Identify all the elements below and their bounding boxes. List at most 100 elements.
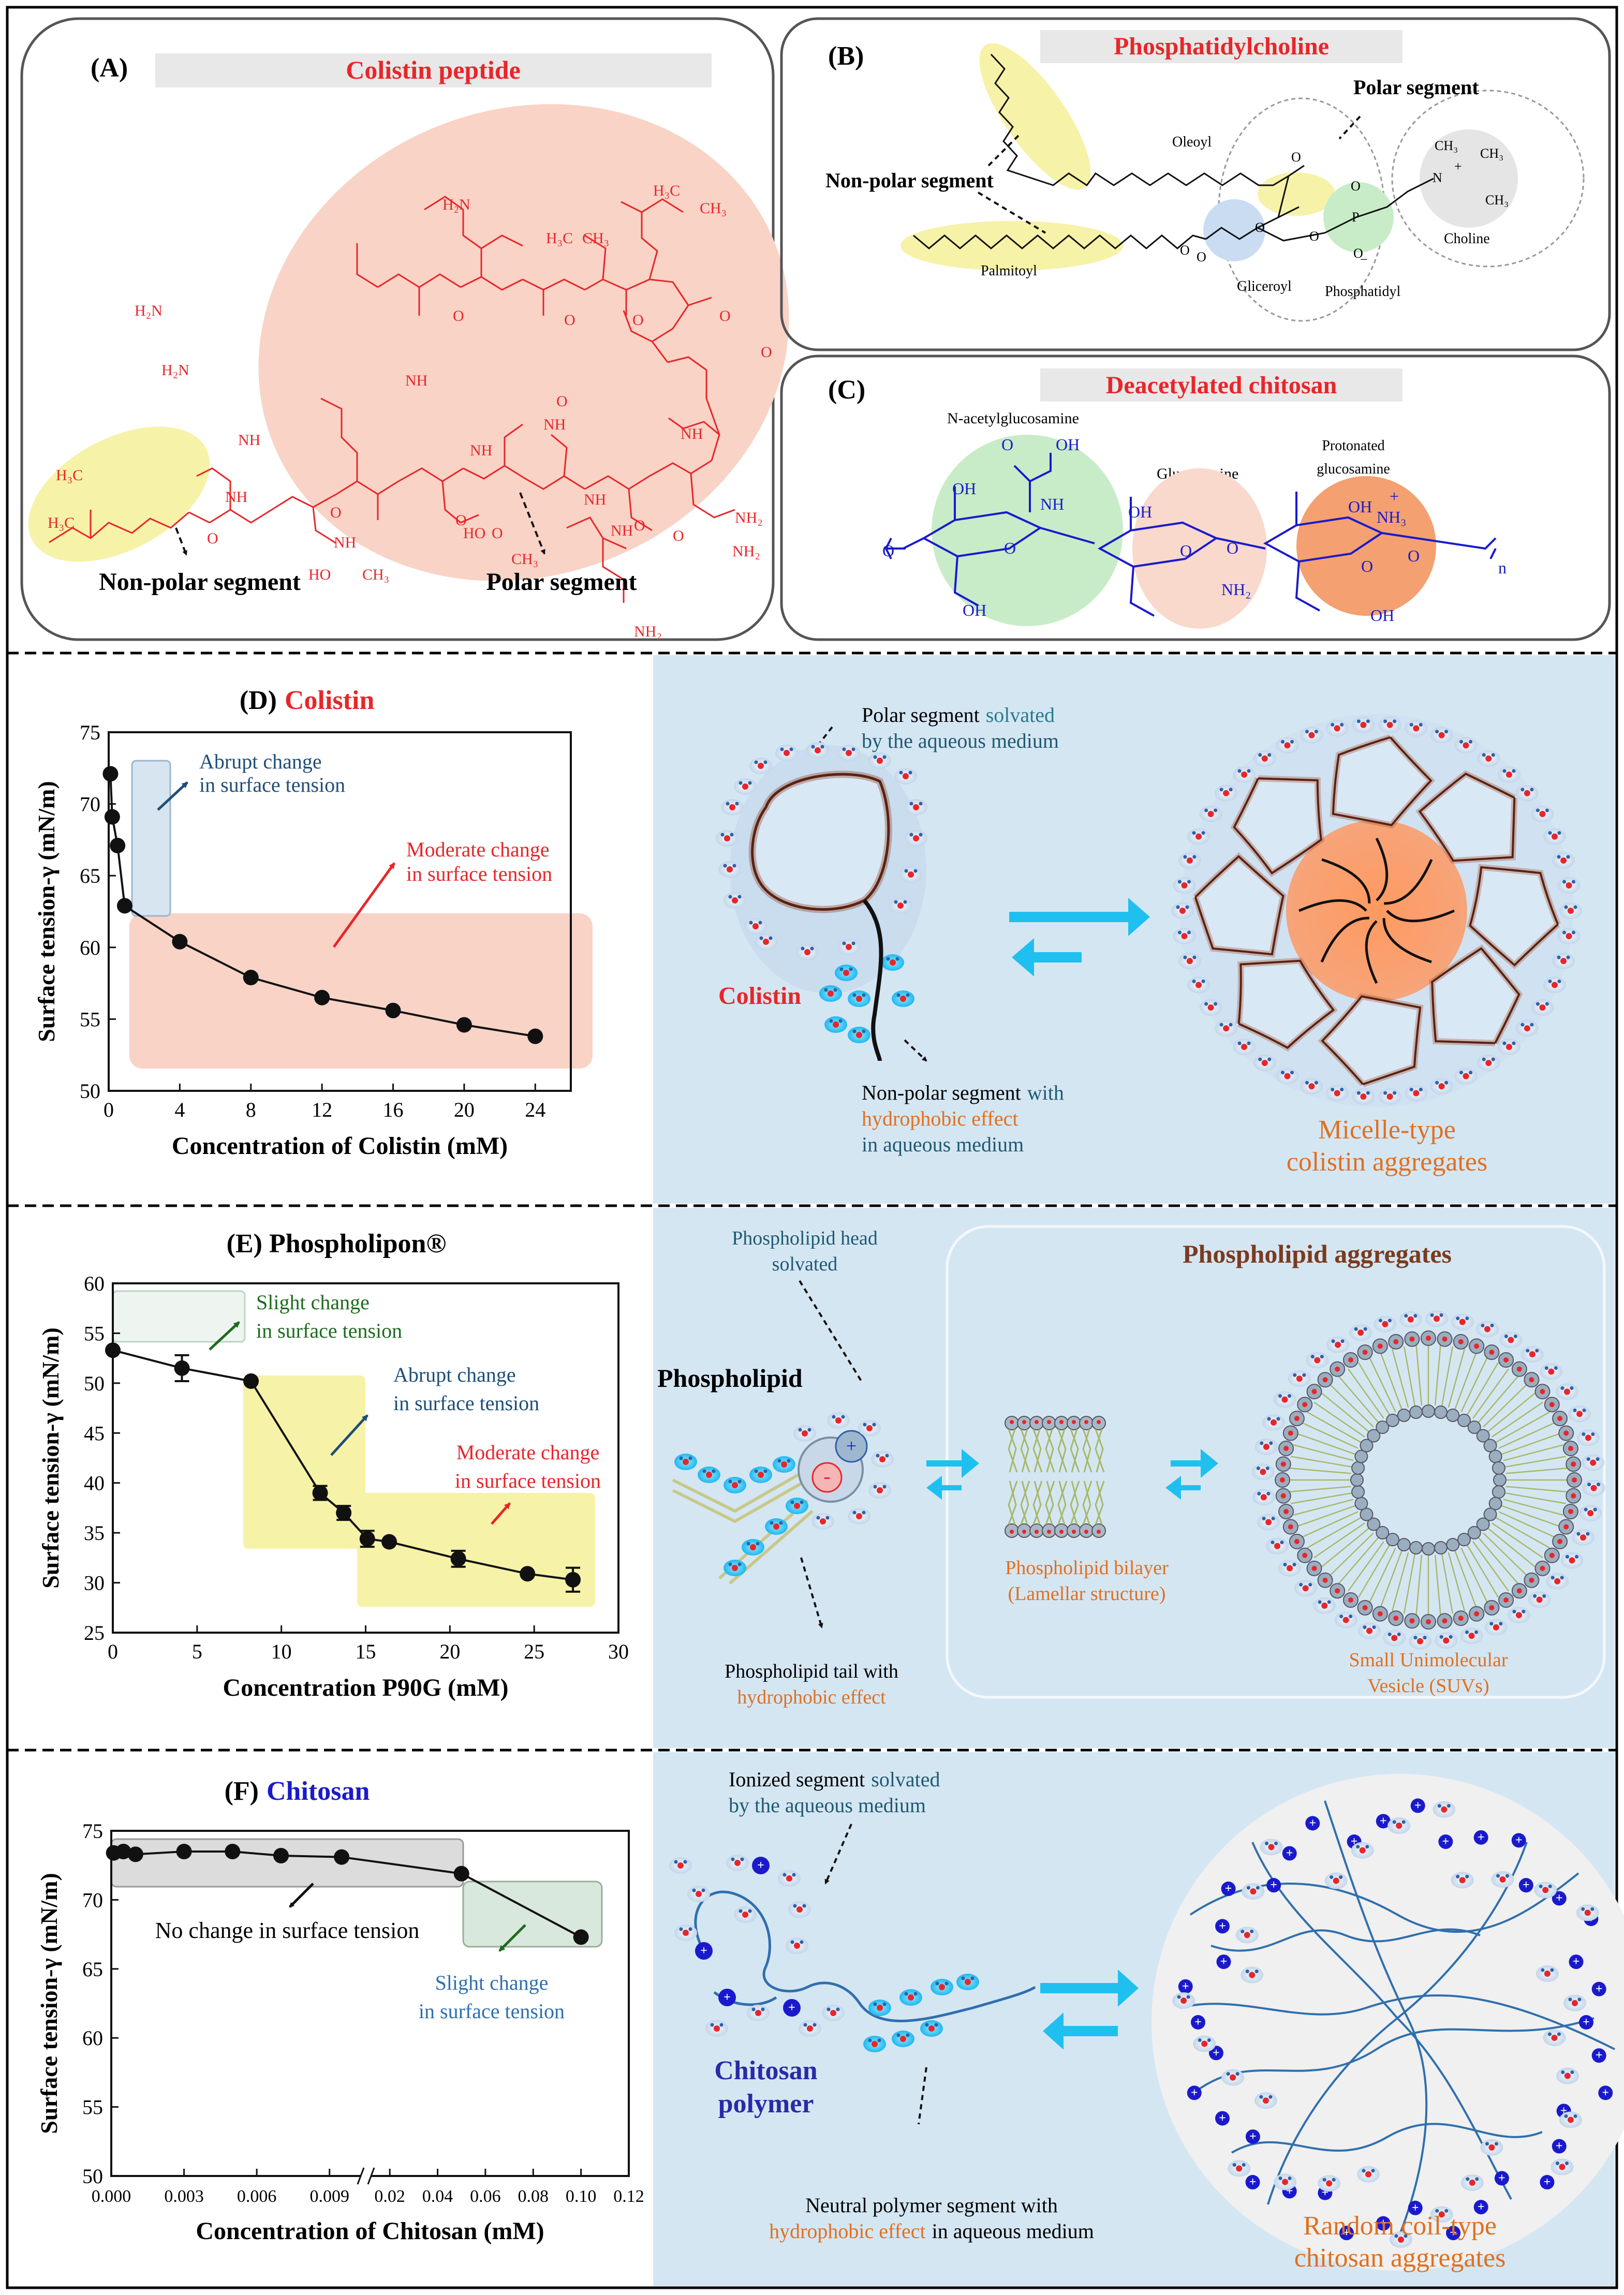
water-hydrogen <box>1444 1081 1448 1085</box>
water-oxygen <box>1181 882 1187 889</box>
water-oxygen <box>897 902 904 909</box>
water-hydrogen <box>1587 1457 1590 1461</box>
water-oxygen <box>1223 1025 1229 1031</box>
data-point <box>105 809 120 825</box>
label-choline: Choline <box>1444 231 1490 247</box>
water-hydrogen <box>909 771 912 775</box>
chart-f: (F) Chitosan 5055606570750.0000.0030.006… <box>36 1776 644 2245</box>
abrupt-e-2: in surface tension <box>393 1391 539 1415</box>
water-oxygen <box>1590 1460 1596 1466</box>
water-oxygen <box>1282 2179 1288 2185</box>
aggregates-title: Phospholipid aggregates <box>1183 1239 1452 1268</box>
water-hydrogen <box>1459 740 1463 744</box>
water-hydrogen <box>1591 1432 1595 1436</box>
water-hydrogen <box>1269 1441 1273 1445</box>
water-hydrogen <box>1577 1532 1581 1536</box>
head-charge <box>1323 1377 1328 1382</box>
x-tick-label: 0.000 <box>92 2187 131 2206</box>
x-tick-label: 15 <box>356 1640 376 1663</box>
lipid-charge <box>1047 1530 1051 1534</box>
water-hydrogen <box>692 1889 696 1892</box>
water-hydrogen <box>1575 1555 1578 1559</box>
water-hydrogen <box>1557 2032 1561 2036</box>
water-oxygen <box>1321 1603 1327 1609</box>
lipid-charge <box>1035 1530 1039 1534</box>
water-oxygen <box>1360 1093 1366 1100</box>
water-hydrogen <box>1233 2163 1236 2167</box>
water-hydrogen <box>885 1454 889 1458</box>
water-hydrogen <box>1332 2178 1336 2182</box>
water-hydrogen <box>1548 980 1552 983</box>
atom-label: NH₂ <box>732 543 760 560</box>
water-hydrogen <box>1474 1631 1478 1634</box>
lipid-charge <box>1072 1530 1076 1534</box>
water-oxygen <box>1560 958 1567 964</box>
water-hydrogen <box>1593 1508 1597 1512</box>
atom-label: O <box>1361 557 1373 575</box>
atom-label: O <box>634 517 645 534</box>
water-hydrogen <box>905 869 908 873</box>
water-oxygen <box>786 1875 792 1882</box>
water-hydrogen <box>824 988 828 992</box>
water-oxygen <box>900 2036 906 2042</box>
water-hydrogen <box>770 1521 774 1525</box>
atom-label: NH₃ <box>1377 508 1406 526</box>
water-hydrogen <box>843 942 846 945</box>
atom-label: O <box>1351 179 1361 194</box>
water-hydrogen <box>853 1511 857 1515</box>
plus-sign: + <box>1286 1847 1293 1860</box>
water-hydrogen <box>1536 808 1540 812</box>
water-oxygen <box>1360 1847 1366 1854</box>
panel-c: (C) Deacetylated chitosan N-acetylglucos… <box>781 356 1610 640</box>
water-oxygen <box>714 2025 720 2032</box>
panel-c-letter: (C) <box>828 375 865 405</box>
atom-label: NH <box>334 534 356 551</box>
water-oxygen <box>784 750 790 756</box>
water-hydrogen <box>1573 2114 1577 2118</box>
water-hydrogen <box>755 1470 758 1473</box>
x-tick-label: 16 <box>383 1098 404 1121</box>
water-oxygen <box>1439 732 1445 738</box>
moderate-d-2: in surface tension <box>406 862 552 885</box>
water-hydrogen <box>878 2039 881 2042</box>
water-hydrogen <box>1419 723 1423 727</box>
atom-label: N <box>1433 170 1442 185</box>
x-tick-label: 0.04 <box>422 2187 453 2206</box>
water-oxygen <box>1268 1844 1275 1850</box>
vesicle-head-inner <box>1493 1486 1505 1498</box>
atom-label: O <box>1291 150 1301 165</box>
water-hydrogen <box>1323 2178 1326 2182</box>
water-oxygen <box>1180 1997 1187 2004</box>
head-charge <box>1571 1493 1576 1499</box>
plus-sign: + <box>724 1991 731 2004</box>
water-oxygen <box>1195 834 1202 840</box>
head-charge <box>1348 1357 1353 1363</box>
head-charge <box>1335 1367 1340 1372</box>
water-hydrogen <box>791 1501 794 1504</box>
water-hydrogen <box>1220 1023 1223 1027</box>
water-oxygen <box>1187 857 1193 864</box>
water-oxygen <box>1263 2097 1269 2104</box>
atom-label: O <box>1255 220 1265 235</box>
water-oxygen <box>1208 811 1214 817</box>
water-hydrogen <box>780 748 784 751</box>
water-hydrogen <box>1339 1615 1343 1618</box>
water-hydrogen <box>793 1904 797 1908</box>
water-hydrogen <box>1202 980 1205 983</box>
water-oxygen <box>1463 742 1469 748</box>
data-point <box>172 934 187 950</box>
water-oxygen <box>1308 1083 1315 1089</box>
water-oxygen <box>752 923 759 929</box>
vesicle-head-inner <box>1386 1414 1399 1427</box>
plus-sign: + <box>1583 2016 1590 2029</box>
water-hydrogen <box>674 1860 678 1864</box>
atom-label: O <box>632 312 644 329</box>
water-hydrogen <box>1315 1081 1318 1085</box>
water-hydrogen <box>899 771 903 775</box>
water-hydrogen <box>1557 980 1561 983</box>
moderate-region-d <box>129 913 593 1069</box>
water-hydrogen <box>1586 1532 1590 1536</box>
water-hydrogen <box>1236 2072 1239 2076</box>
x-axis-label: Concentration of Chitosan (mM) <box>196 2217 544 2245</box>
head-charge <box>1517 1367 1522 1372</box>
